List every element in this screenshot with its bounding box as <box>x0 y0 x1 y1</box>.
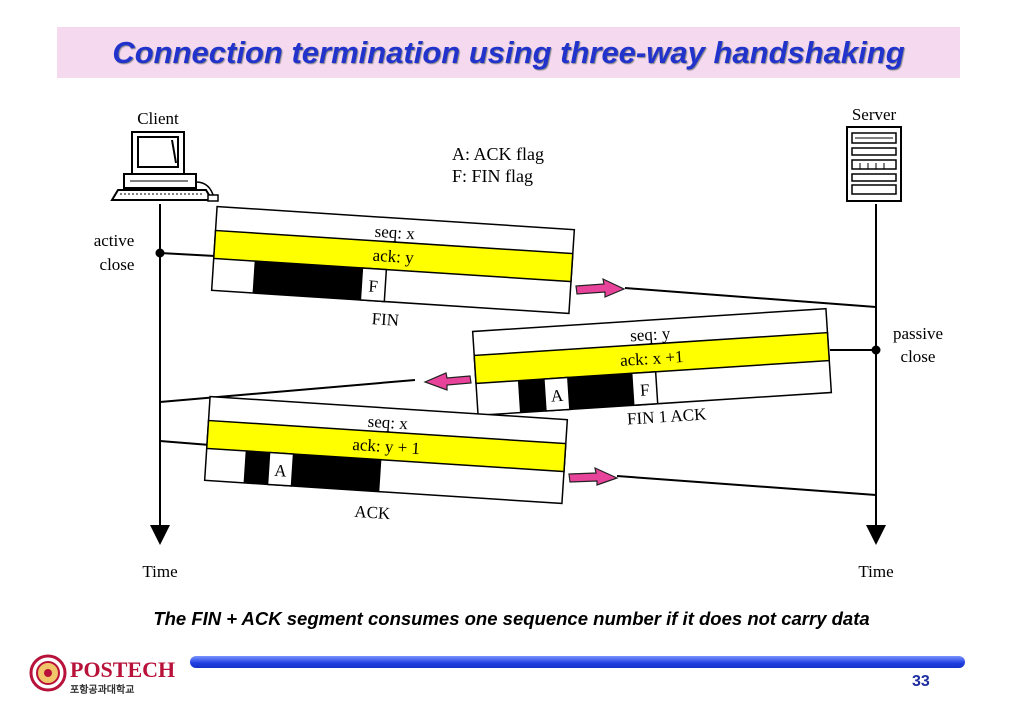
fin-ack-segment-ack: ack: x +1 <box>620 347 685 370</box>
fin-ack-segment-name: FIN 1 ACK <box>626 404 707 428</box>
passive-close-label-1: passive <box>893 324 943 343</box>
ack-arrow-icon <box>568 466 619 486</box>
ack-segment-seq: seq: x <box>367 412 409 434</box>
fin-ack-segment-flag-a: A <box>550 386 564 406</box>
active-close-label-2: close <box>100 255 135 274</box>
finack-arrow-icon <box>423 372 472 391</box>
fin-ack-segment-flag-f: F <box>639 380 650 400</box>
logo-text: POSTECH <box>70 657 175 682</box>
fin-arrow-icon <box>575 277 626 298</box>
server-tower-icon <box>846 126 902 202</box>
time-label-server: Time <box>858 562 893 581</box>
client-computer-icon <box>110 131 219 202</box>
fin-segment-name: FIN <box>371 309 400 330</box>
fin-ack-segment: seq: y ack: x +1 A F <box>471 307 833 417</box>
server-label: Server <box>852 105 897 124</box>
footer-bar <box>190 656 965 668</box>
ack-segment: seq: x ack: y + 1 A <box>203 395 569 505</box>
logo-subtext: 포항공과대학교 <box>70 683 134 696</box>
ack-segment-ack: ack: y + 1 <box>352 435 421 458</box>
slide-title: Connection termination using three-way h… <box>112 34 905 70</box>
legend-fin: F: FIN flag <box>452 166 533 186</box>
postech-logo: POSTECH 포항공과대학교 <box>28 652 178 696</box>
fin-flow-line-end <box>624 287 877 308</box>
university-seal-icon <box>29 654 67 692</box>
fin-ack-segment-seq: seq: y <box>630 324 672 346</box>
client-label: Client <box>137 109 179 128</box>
page-number: 33 <box>912 673 930 690</box>
fin-segment-seq: seq: x <box>374 222 416 244</box>
active-close-label-1: active <box>94 231 135 250</box>
fin-segment-ack: ack: y <box>372 246 415 268</box>
fin-flow-line-start <box>159 252 216 257</box>
ack-segment-flag: A <box>274 461 288 481</box>
ack-segment-name: ACK <box>354 502 392 523</box>
passive-close-label-2: close <box>901 347 936 366</box>
footnote: The FIN + ACK segment consumes one seque… <box>153 608 870 629</box>
ack-flow-line-start <box>159 440 211 446</box>
ack-flow-line-end <box>616 475 877 496</box>
finack-flow-line-end <box>159 379 416 403</box>
fin-segment: seq: x ack: y F <box>210 205 576 315</box>
handshake-diagram: Client Server A: ACK flag F: FIN flag Ti… <box>94 105 943 581</box>
fin-segment-flag: F <box>368 276 379 296</box>
title-banner: Connection termination using three-way h… <box>57 27 960 78</box>
legend-ack: A: ACK flag <box>452 144 544 164</box>
time-label-client: Time <box>142 562 177 581</box>
